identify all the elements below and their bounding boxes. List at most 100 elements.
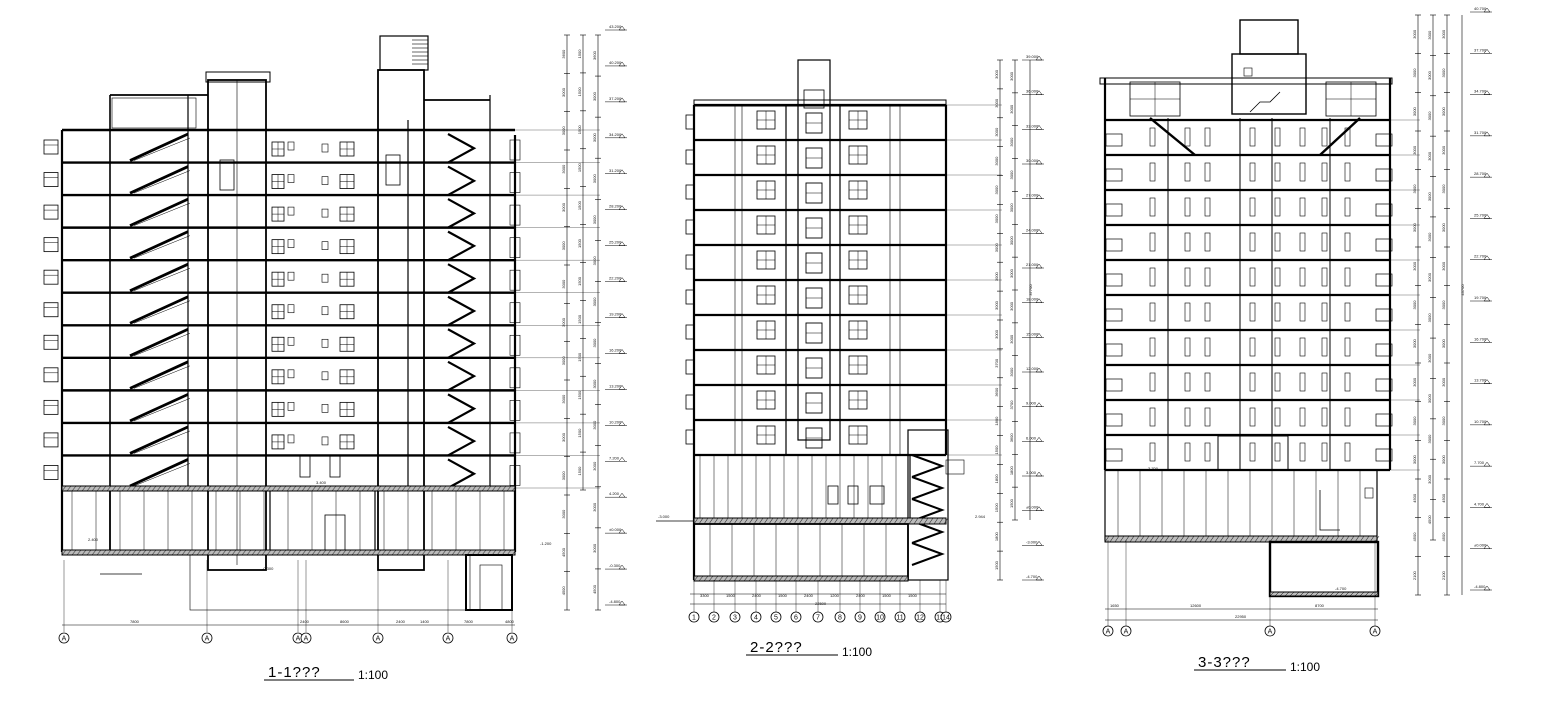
level-text: -0.300 — [609, 563, 621, 568]
stair-flight — [447, 133, 477, 164]
hatch-line — [506, 485, 512, 492]
level-marker — [618, 133, 626, 139]
level-marker — [1483, 131, 1491, 137]
hatch-line — [768, 575, 774, 582]
hatch-line — [216, 549, 222, 556]
dimension-text: 3600 — [592, 50, 597, 60]
hatch-line — [763, 575, 769, 582]
hatch-line — [321, 485, 327, 492]
dimension-text: 3000 — [1427, 353, 1432, 363]
hatch-line — [758, 575, 764, 582]
hatch-line — [161, 549, 167, 556]
hatch-line — [156, 485, 162, 492]
balcony-right — [1375, 133, 1393, 147]
dimension-text: 3000 — [1441, 29, 1446, 39]
ground-floor-slab — [61, 485, 516, 492]
hatch-line — [136, 549, 142, 556]
dimension-text: 4500 — [561, 586, 566, 596]
balcony-left — [1105, 203, 1123, 217]
door-opening — [1299, 162, 1306, 182]
bottom-dimension: 7800 — [464, 619, 474, 624]
hatch-line — [481, 485, 487, 492]
dimension-text: 3000 — [1412, 261, 1417, 271]
section-1-1-title: 1-1??? — [268, 664, 321, 681]
balcony-right — [509, 400, 521, 421]
hatch-line — [778, 575, 784, 582]
hatch-line — [1269, 591, 1275, 597]
door-opening — [1321, 407, 1328, 427]
door-opening — [1274, 127, 1281, 147]
balcony-right — [509, 204, 521, 226]
hatch-line — [1329, 591, 1335, 597]
hatch-line — [753, 575, 759, 582]
axis-bubble — [1264, 625, 1276, 637]
dimension-text: 3000 — [1427, 151, 1432, 161]
hatch-line — [236, 549, 242, 556]
hatch-line — [491, 485, 497, 492]
door-opening — [1299, 442, 1306, 462]
hatch-line — [366, 485, 372, 492]
hatch-line — [446, 549, 452, 556]
vent-small — [321, 436, 329, 446]
hatch-line — [166, 485, 172, 492]
level-marker — [1483, 48, 1491, 54]
door-opening — [1204, 372, 1211, 392]
hatch-line — [301, 485, 307, 492]
dimension-text: 3000 — [1009, 104, 1014, 114]
level-text: 31.700 — [1474, 130, 1487, 135]
door-opening — [1149, 442, 1156, 462]
hatch-line — [131, 549, 137, 556]
hatch-line — [1139, 535, 1145, 543]
balcony-right — [1375, 308, 1393, 322]
hatch-line — [928, 517, 934, 525]
hatch-line — [1309, 591, 1315, 597]
stair-rail — [133, 202, 191, 226]
bottom-dimension: 2400 — [752, 593, 762, 598]
balcony-right — [509, 367, 521, 389]
stair-flight — [1149, 117, 1196, 156]
dimension-text: 3000 — [1441, 184, 1446, 194]
door-opening — [1344, 127, 1351, 147]
hatch-line — [76, 549, 82, 556]
hatch-line — [1189, 535, 1195, 543]
level-text: 7.700 — [1474, 460, 1485, 465]
hatch-line — [858, 575, 864, 582]
hatch-line — [728, 517, 734, 525]
hatch-line — [1344, 591, 1350, 597]
hatch-line — [431, 485, 437, 492]
axis-bubble — [854, 611, 866, 623]
door-opening — [1249, 197, 1256, 217]
axis-label: 8 — [838, 615, 842, 622]
axis-bubble — [894, 611, 906, 623]
hatch-line — [778, 517, 784, 525]
door-opening — [1249, 442, 1256, 462]
hatch-line — [833, 575, 839, 582]
door-opening — [1149, 127, 1156, 147]
hatch-line — [151, 485, 157, 492]
dimension-text: 3000 — [561, 126, 566, 136]
hatch-line — [331, 485, 337, 492]
hatch-line — [341, 485, 347, 492]
level-marker — [1483, 503, 1491, 508]
hatch-line — [708, 575, 714, 582]
level-marker — [1483, 337, 1491, 343]
hatch-line — [306, 485, 312, 492]
level-marker — [618, 313, 626, 318]
level-text: 4.700 — [1474, 501, 1485, 506]
dimension-text: 1800 — [994, 531, 999, 541]
hatch-line — [431, 549, 437, 556]
hatch-line — [1279, 591, 1285, 597]
dimension-text: 1500 — [577, 314, 582, 324]
hatch-line — [1154, 535, 1160, 543]
hatch-line — [1369, 591, 1375, 597]
door-opening — [1344, 197, 1351, 217]
stair-core — [797, 59, 831, 441]
axis-bubble — [708, 611, 720, 623]
hatch-line — [81, 549, 87, 556]
dimension-text: 1800 — [994, 416, 999, 426]
level-text: 24.000 — [1026, 227, 1039, 232]
level-marker — [1483, 7, 1491, 13]
level-text: 37.700 — [1474, 47, 1487, 52]
hatch-line — [396, 485, 402, 492]
hatch-line — [943, 517, 949, 525]
